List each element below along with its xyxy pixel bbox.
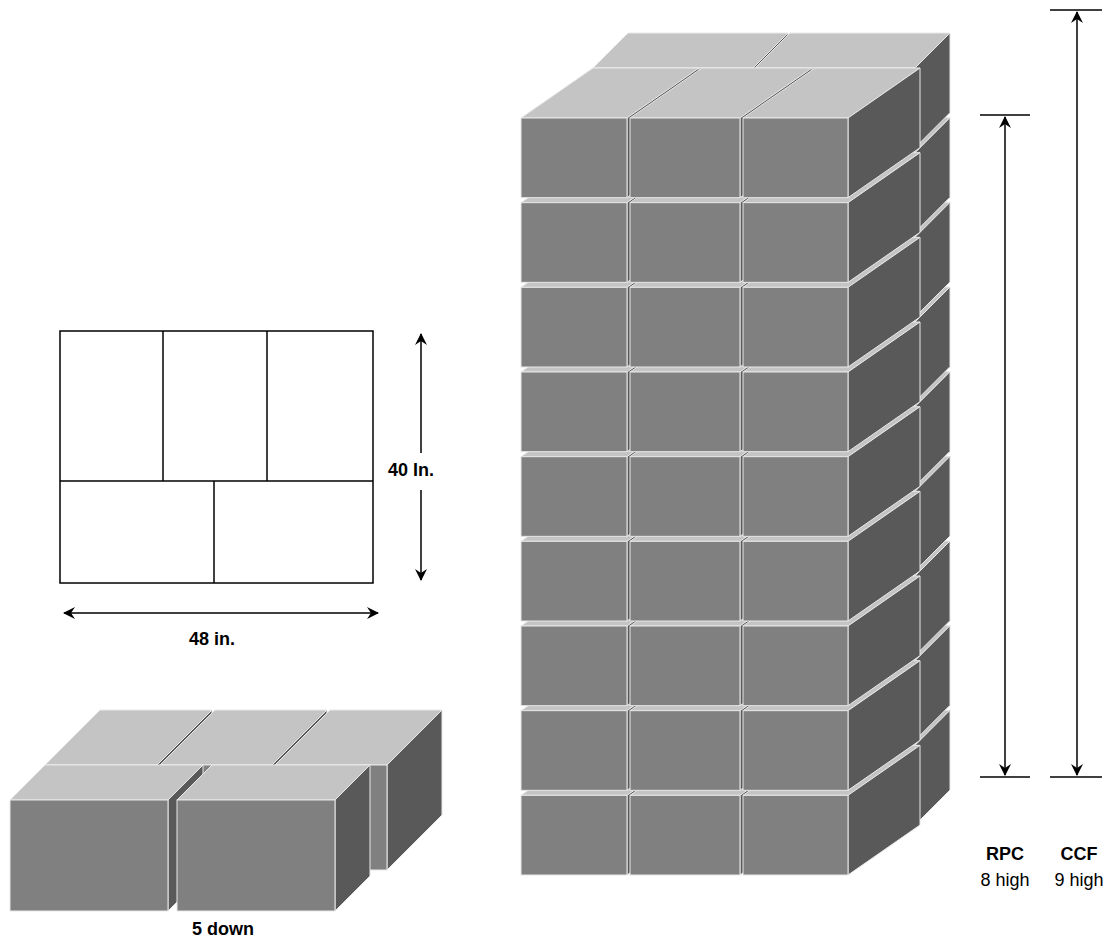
single-layer-boxes bbox=[10, 710, 442, 911]
box-front bbox=[521, 118, 627, 198]
extension-tick bbox=[1050, 776, 1102, 778]
dimension-line bbox=[64, 612, 378, 614]
box-front bbox=[630, 711, 740, 791]
box-front bbox=[177, 800, 335, 911]
box-front bbox=[521, 541, 627, 621]
carton-box bbox=[10, 765, 203, 911]
box-front bbox=[630, 795, 740, 875]
extension-tick bbox=[980, 114, 1030, 116]
box-front bbox=[521, 457, 627, 537]
box-front bbox=[630, 372, 740, 452]
box-front bbox=[630, 457, 740, 537]
stack-name: RPC bbox=[986, 845, 1024, 865]
carton-box bbox=[743, 68, 920, 198]
box-front bbox=[743, 203, 848, 283]
dimension-arrows bbox=[64, 10, 1102, 777]
stack-count: 9 high bbox=[1054, 871, 1103, 891]
dimension-line bbox=[1004, 117, 1006, 775]
box-front bbox=[521, 372, 627, 452]
dimension-line bbox=[420, 490, 422, 580]
box-front bbox=[521, 795, 627, 875]
box-front bbox=[630, 203, 740, 283]
dimension-label: 40 In. bbox=[385, 459, 437, 483]
box-front bbox=[521, 287, 627, 367]
box-front bbox=[10, 800, 168, 911]
dimension-line bbox=[1076, 12, 1078, 775]
dimension-label: 48 in. bbox=[189, 630, 235, 650]
box-front bbox=[743, 118, 848, 198]
box-front bbox=[521, 626, 627, 706]
stack-count: 8 high bbox=[980, 871, 1029, 891]
dimension-line bbox=[420, 334, 422, 453]
box-front bbox=[743, 457, 848, 537]
box-front bbox=[743, 795, 848, 875]
layer-caption: 5 down bbox=[192, 920, 254, 940]
box-side bbox=[848, 68, 920, 198]
row-divider bbox=[60, 480, 373, 482]
box-front bbox=[630, 287, 740, 367]
box-front bbox=[630, 541, 740, 621]
extension-tick bbox=[980, 776, 1030, 778]
box-front bbox=[521, 203, 627, 283]
extension-tick bbox=[1050, 9, 1102, 11]
box-divider bbox=[213, 481, 215, 583]
box-front bbox=[743, 626, 848, 706]
box-divider bbox=[266, 331, 268, 481]
box-front bbox=[630, 626, 740, 706]
stack-name: CCF bbox=[1061, 845, 1098, 865]
box-side bbox=[335, 765, 370, 911]
carton-box bbox=[177, 765, 370, 911]
box-front bbox=[743, 541, 848, 621]
box-side bbox=[387, 710, 442, 870]
box-front bbox=[521, 711, 627, 791]
box-front bbox=[743, 372, 848, 452]
box-front bbox=[630, 118, 740, 198]
pallet-outline bbox=[60, 331, 373, 583]
box-front bbox=[743, 711, 848, 791]
stacked-boxes bbox=[521, 33, 950, 875]
pallet-plan-view bbox=[60, 331, 373, 583]
box-front bbox=[743, 287, 848, 367]
box-divider bbox=[162, 331, 164, 481]
